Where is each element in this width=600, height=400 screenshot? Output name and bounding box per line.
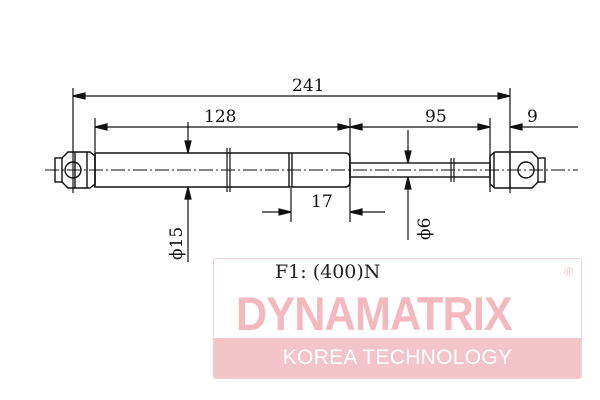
dim-phi6: ϕ6 [415,218,435,240]
dim-leader-phi15 [184,122,192,262]
cylinder-body [94,152,351,188]
rod-break-mark [450,158,455,182]
dim-arrow-9 [509,123,523,131]
dim-241: 241 [292,76,324,96]
logo-brand: DYNAMATRIX [236,287,513,340]
dim-95: 95 [425,107,447,127]
right-end-fitting [489,151,546,189]
dim-phi15: ϕ15 [167,227,187,260]
dim-arrows-128 [94,123,351,131]
logo-tagline-band: KOREA TECHNOLOGY [214,338,581,378]
left-end-fitting [54,151,96,189]
dim-leader-phi6 [404,130,412,240]
dim-line-17 [262,208,385,216]
dim-128: 128 [204,107,236,127]
force-label: F1: (400)N [275,261,381,283]
dim-arrows-241 [72,92,511,100]
cylinder-sleeve-band [288,153,293,187]
dynamatrix-logo: DYNAMATRIX ® KOREA TECHNOLOGY [213,258,582,379]
dim-17: 17 [311,192,333,212]
logo-tagline: KOREA TECHNOLOGY [282,346,513,369]
dim-arrows-95 [349,123,491,131]
registered-mark: ® [564,265,573,279]
cylinder-break-mark [226,148,231,192]
dim-9: 9 [527,107,538,127]
